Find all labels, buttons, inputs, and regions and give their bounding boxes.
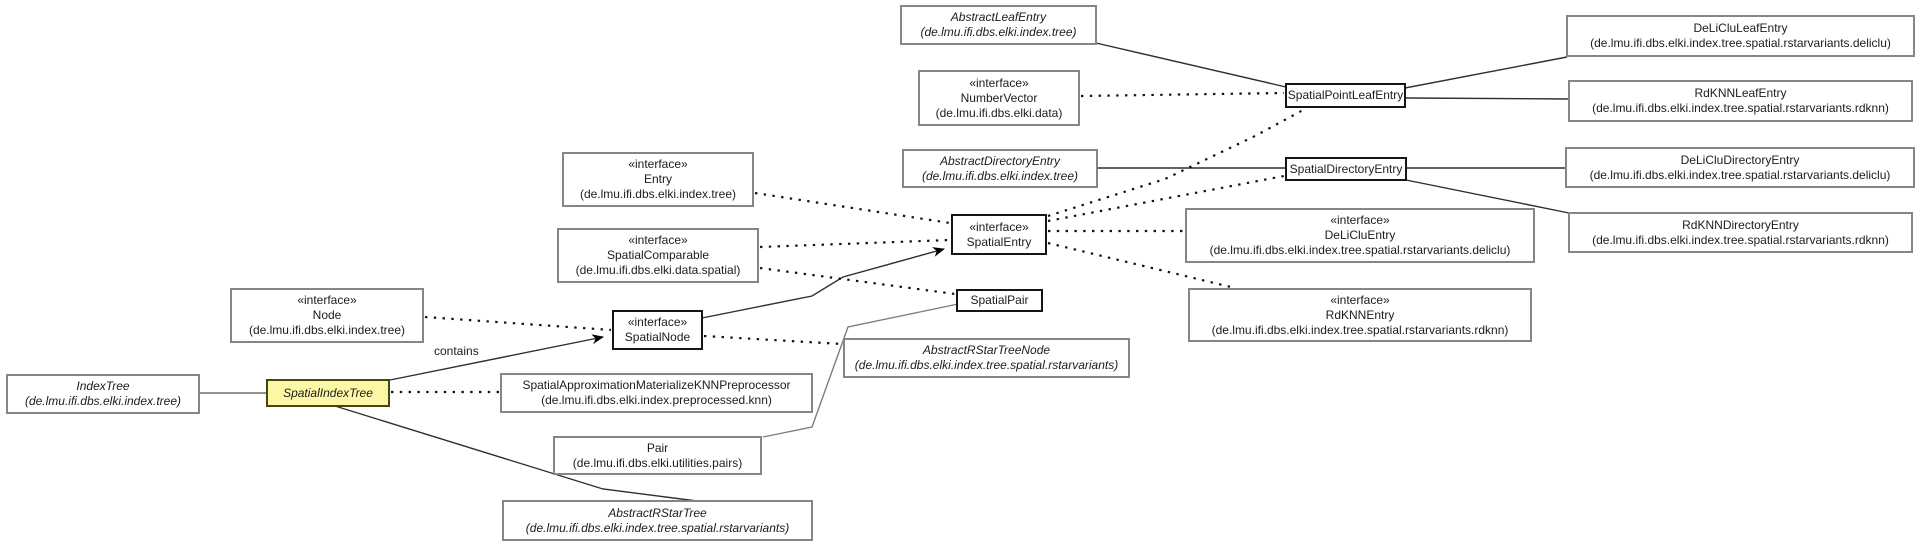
- class-package-node: (de.lmu.ifi.dbs.elki.index.tree): [248, 323, 406, 337]
- class-box-deliclu-entry[interactable]: «interface»DeLiCluEntry(de.lmu.ifi.dbs.e…: [1185, 208, 1535, 263]
- class-name-spatial-directory-entry: SpatialDirectoryEntry: [1289, 161, 1403, 176]
- class-stereotype-rdknn-entry: «interface»: [1330, 292, 1390, 307]
- edge-spatialcomparable-spatialpair: [759, 266, 956, 296]
- class-package-deliclu-directory-entry: (de.lmu.ifi.dbs.elki.index.tree.spatial.…: [1589, 167, 1891, 182]
- class-box-abstract-rstar-tree[interactable]: AbstractRStarTree(de.lmu.ifi.dbs.elki.in…: [502, 500, 813, 541]
- class-box-number-vector[interactable]: «interface»NumberVector(de.lmu.ifi.dbs.e…: [918, 70, 1080, 126]
- class-box-rdknn-leaf-entry[interactable]: RdKNNLeafEntry(de.lmu.ifi.dbs.elki.index…: [1568, 80, 1913, 122]
- class-box-abstract-rstar-tree-node[interactable]: AbstractRStarTreeNode(de.lmu.ifi.dbs.elk…: [843, 338, 1130, 378]
- class-name-spatial-comparable: SpatialComparable: [606, 248, 710, 262]
- class-name-node: Node: [312, 308, 342, 322]
- class-package-spatial-comparable: (de.lmu.ifi.dbs.elki.data.spatial): [575, 263, 741, 277]
- class-box-rdknn-entry[interactable]: «interface»RdKNNEntry(de.lmu.ifi.dbs.elk…: [1188, 288, 1532, 342]
- class-box-spatial-index-tree[interactable]: SpatialIndexTree: [266, 379, 390, 407]
- class-name-spatial-entry: SpatialEntry: [966, 234, 1032, 249]
- class-name-spatial-pair: SpatialPair: [970, 293, 1029, 307]
- class-name-rdknn-directory-entry: RdKNNDirectoryEntry: [1682, 217, 1799, 232]
- class-package-deliclu-entry: (de.lmu.ifi.dbs.elki.index.tree.spatial.…: [1209, 243, 1511, 257]
- edge-spatialindextree-contains-spatialnode: [389, 334, 604, 381]
- class-box-entry[interactable]: «interface»Entry(de.lmu.ifi.dbs.elki.ind…: [562, 152, 754, 207]
- class-package-abstract-leaf-entry: (de.lmu.ifi.dbs.elki.index.tree): [920, 25, 1077, 39]
- class-name-deliclu-directory-entry: DeLiCluDirectoryEntry: [1680, 152, 1800, 167]
- class-name-abstract-rstar-tree-node: AbstractRStarTreeNode: [922, 343, 1051, 357]
- class-box-spatial-entry[interactable]: «interface»SpatialEntry: [951, 214, 1047, 255]
- class-package-entry: (de.lmu.ifi.dbs.elki.index.tree): [579, 187, 737, 201]
- class-package-knn-preprocessor: (de.lmu.ifi.dbs.elki.index.preprocessed.…: [541, 393, 772, 407]
- class-box-abstract-leaf-entry[interactable]: AbstractLeafEntry(de.lmu.ifi.dbs.elki.in…: [900, 5, 1097, 45]
- class-name-abstract-leaf-entry: AbstractLeafEntry: [950, 10, 1047, 24]
- edge-spatialnode-spatialentry: [701, 247, 945, 319]
- class-package-number-vector: (de.lmu.ifi.dbs.elki.data): [935, 105, 1063, 120]
- class-name-spatial-index-tree: SpatialIndexTree: [283, 385, 373, 400]
- edge-label-contains: contains: [434, 344, 479, 358]
- class-package-abstract-rstar-tree: (de.lmu.ifi.dbs.elki.index.tree.spatial.…: [525, 520, 790, 535]
- class-box-spatial-pair[interactable]: SpatialPair: [956, 289, 1043, 312]
- class-package-deliclu-leaf-entry: (de.lmu.ifi.dbs.elki.index.tree.spatial.…: [1590, 36, 1891, 50]
- class-name-entry: Entry: [643, 172, 672, 186]
- class-stereotype-node: «interface»: [297, 293, 357, 307]
- edge-spatialcomparable-spatialentry: [759, 238, 951, 249]
- class-name-deliclu-leaf-entry: DeLiCluLeafEntry: [1693, 21, 1788, 35]
- class-box-spatial-point-leaf-entry[interactable]: SpatialPointLeafEntry: [1285, 83, 1406, 108]
- class-package-abstract-directory-entry: (de.lmu.ifi.dbs.elki.index.tree): [921, 168, 1079, 183]
- edge-spatialnode-abstractrstartreenode: [703, 334, 843, 346]
- class-box-abstract-directory-entry[interactable]: AbstractDirectoryEntry(de.lmu.ifi.dbs.el…: [902, 149, 1098, 188]
- class-name-deliclu-entry: DeLiCluEntry: [1324, 228, 1396, 242]
- class-package-abstract-rstar-tree-node: (de.lmu.ifi.dbs.elki.index.tree.spatial.…: [854, 358, 1119, 372]
- class-box-rdknn-directory-entry[interactable]: RdKNNDirectoryEntry(de.lmu.ifi.dbs.elki.…: [1568, 212, 1913, 253]
- class-stereotype-deliclu-entry: «interface»: [1330, 213, 1390, 227]
- edge-spatialdirectoryentry-rdknndirectoryentry: [1405, 179, 1570, 214]
- class-stereotype-entry: «interface»: [628, 157, 688, 171]
- class-package-rdknn-directory-entry: (de.lmu.ifi.dbs.elki.index.tree.spatial.…: [1592, 232, 1889, 247]
- edge-spatialpair-pair: [762, 303, 959, 438]
- class-name-rdknn-leaf-entry: RdKNNLeafEntry: [1694, 86, 1787, 100]
- edge-spatialpointleafentry-rdknnleafentry: [1404, 97, 1570, 100]
- edge-node-spatialnode: [424, 315, 612, 332]
- class-name-spatial-node: SpatialNode: [624, 330, 691, 344]
- edge-abstractleafentry-spatialpointleafentry: [1095, 42, 1287, 88]
- class-stereotype-spatial-node: «interface»: [627, 315, 688, 329]
- class-box-index-tree[interactable]: IndexTree(de.lmu.ifi.dbs.elki.index.tree…: [6, 374, 200, 414]
- class-box-spatial-comparable[interactable]: «interface»SpatialComparable(de.lmu.ifi.…: [557, 228, 759, 283]
- class-name-number-vector: NumberVector: [960, 90, 1038, 105]
- class-box-deliclu-directory-entry[interactable]: DeLiCluDirectoryEntry(de.lmu.ifi.dbs.elk…: [1565, 147, 1915, 188]
- class-name-abstract-rstar-tree: AbstractRStarTree: [608, 505, 707, 520]
- class-name-spatial-point-leaf-entry: SpatialPointLeafEntry: [1287, 88, 1404, 102]
- class-package-rdknn-leaf-entry: (de.lmu.ifi.dbs.elki.index.tree.spatial.…: [1592, 101, 1889, 115]
- edge-spatialindextree-abstractrstartree: [334, 405, 698, 502]
- class-name-index-tree: IndexTree: [76, 379, 130, 393]
- class-stereotype-number-vector: «interface»: [969, 75, 1029, 90]
- edge-entry-spatialentry: [754, 191, 951, 225]
- edge-numbervector-spatialpointleafentry: [1080, 91, 1285, 98]
- class-package-rdknn-entry: (de.lmu.ifi.dbs.elki.index.tree.spatial.…: [1211, 322, 1509, 337]
- class-name-knn-preprocessor: SpatialApproximationMaterializeKNNPrepro…: [522, 378, 791, 392]
- class-name-abstract-directory-entry: AbstractDirectoryEntry: [939, 153, 1061, 168]
- class-name-rdknn-entry: RdKNNEntry: [1325, 307, 1395, 322]
- edge-spatialpointleafentry-delicluleafentry: [1404, 56, 1568, 89]
- class-box-spatial-directory-entry[interactable]: SpatialDirectoryEntry: [1285, 157, 1407, 181]
- class-box-deliclu-leaf-entry[interactable]: DeLiCluLeafEntry(de.lmu.ifi.dbs.elki.ind…: [1566, 15, 1915, 57]
- class-box-spatial-node[interactable]: «interface»SpatialNode: [612, 310, 703, 350]
- class-box-knn-preprocessor[interactable]: SpatialApproximationMaterializeKNNPrepro…: [500, 373, 813, 413]
- class-box-node[interactable]: «interface»Node(de.lmu.ifi.dbs.elki.inde…: [230, 288, 424, 343]
- class-package-pair: (de.lmu.ifi.dbs.elki.utilities.pairs): [572, 455, 743, 470]
- class-package-index-tree: (de.lmu.ifi.dbs.elki.index.tree): [24, 394, 182, 408]
- class-box-pair[interactable]: Pair(de.lmu.ifi.dbs.elki.utilities.pairs…: [553, 436, 762, 475]
- class-stereotype-spatial-comparable: «interface»: [628, 233, 688, 247]
- class-stereotype-spatial-entry: «interface»: [969, 219, 1029, 234]
- class-name-pair: Pair: [646, 440, 669, 455]
